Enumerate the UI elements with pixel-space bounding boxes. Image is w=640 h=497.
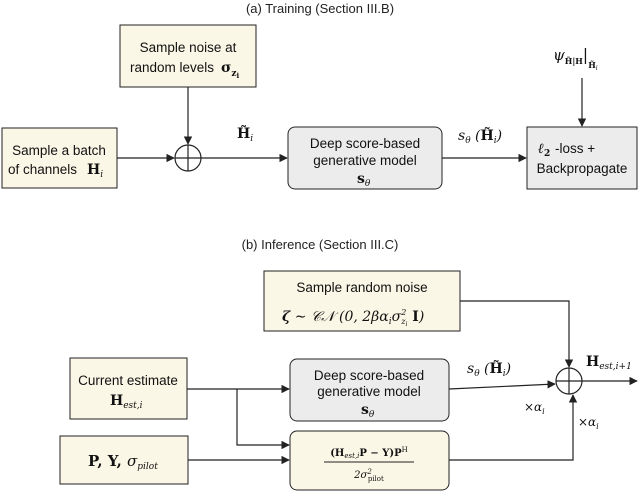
inf-estimate-box	[69, 357, 188, 420]
training-caption: (a) Training (Section III.B)	[246, 1, 394, 16]
inf-pilot-box	[59, 435, 189, 485]
inf-model-line1: Deep score-based	[314, 368, 424, 383]
train-batch-H: Hi	[87, 162, 103, 180]
inf-output-label: Hest,i+1	[586, 354, 632, 372]
train-batch-line2: of channels	[8, 162, 77, 177]
train-Htilde-label: H̃i	[237, 124, 253, 144]
arrow-model-to-sum	[448, 380, 556, 390]
inference-caption: (b) Inference (Section III.C)	[242, 237, 399, 252]
train-noise-line1: Sample noise at	[140, 40, 237, 55]
train-loss-line1: -loss +	[555, 141, 595, 156]
arrow-grad-to-sum	[449, 394, 578, 461]
train-loss-box	[526, 126, 638, 190]
inf-alpha-left: ×αi	[524, 400, 545, 416]
inf-noise-line1: Sample random noise	[296, 280, 427, 295]
train-model-line2: generative model	[313, 153, 417, 168]
train-model-line1: Deep score-based	[310, 136, 420, 151]
inf-model-box	[289, 358, 450, 422]
inf-estimate-line1: Current estimate	[78, 373, 178, 388]
train-psi-label: ψH̃|H|H̃i	[553, 45, 598, 72]
inf-score-label: sθ (H̃i)	[467, 359, 511, 379]
arrow-estimate-to-grad	[236, 389, 290, 450]
train-score-label: sθ (H̃i)	[458, 126, 502, 146]
train-batch-line1: Sample a batch	[12, 143, 106, 158]
inf-model-line2: generative model	[317, 384, 421, 399]
inf-grad-numerator: (Hest,iP − Y)PH	[330, 446, 408, 460]
train-noise-box	[119, 24, 257, 88]
train-noise-line2: random levels	[130, 60, 214, 75]
train-loss-line2: Backpropagate	[537, 161, 628, 176]
inf-alpha-right: ×αi	[578, 415, 599, 431]
arrow-noise-to-sum	[460, 300, 574, 368]
